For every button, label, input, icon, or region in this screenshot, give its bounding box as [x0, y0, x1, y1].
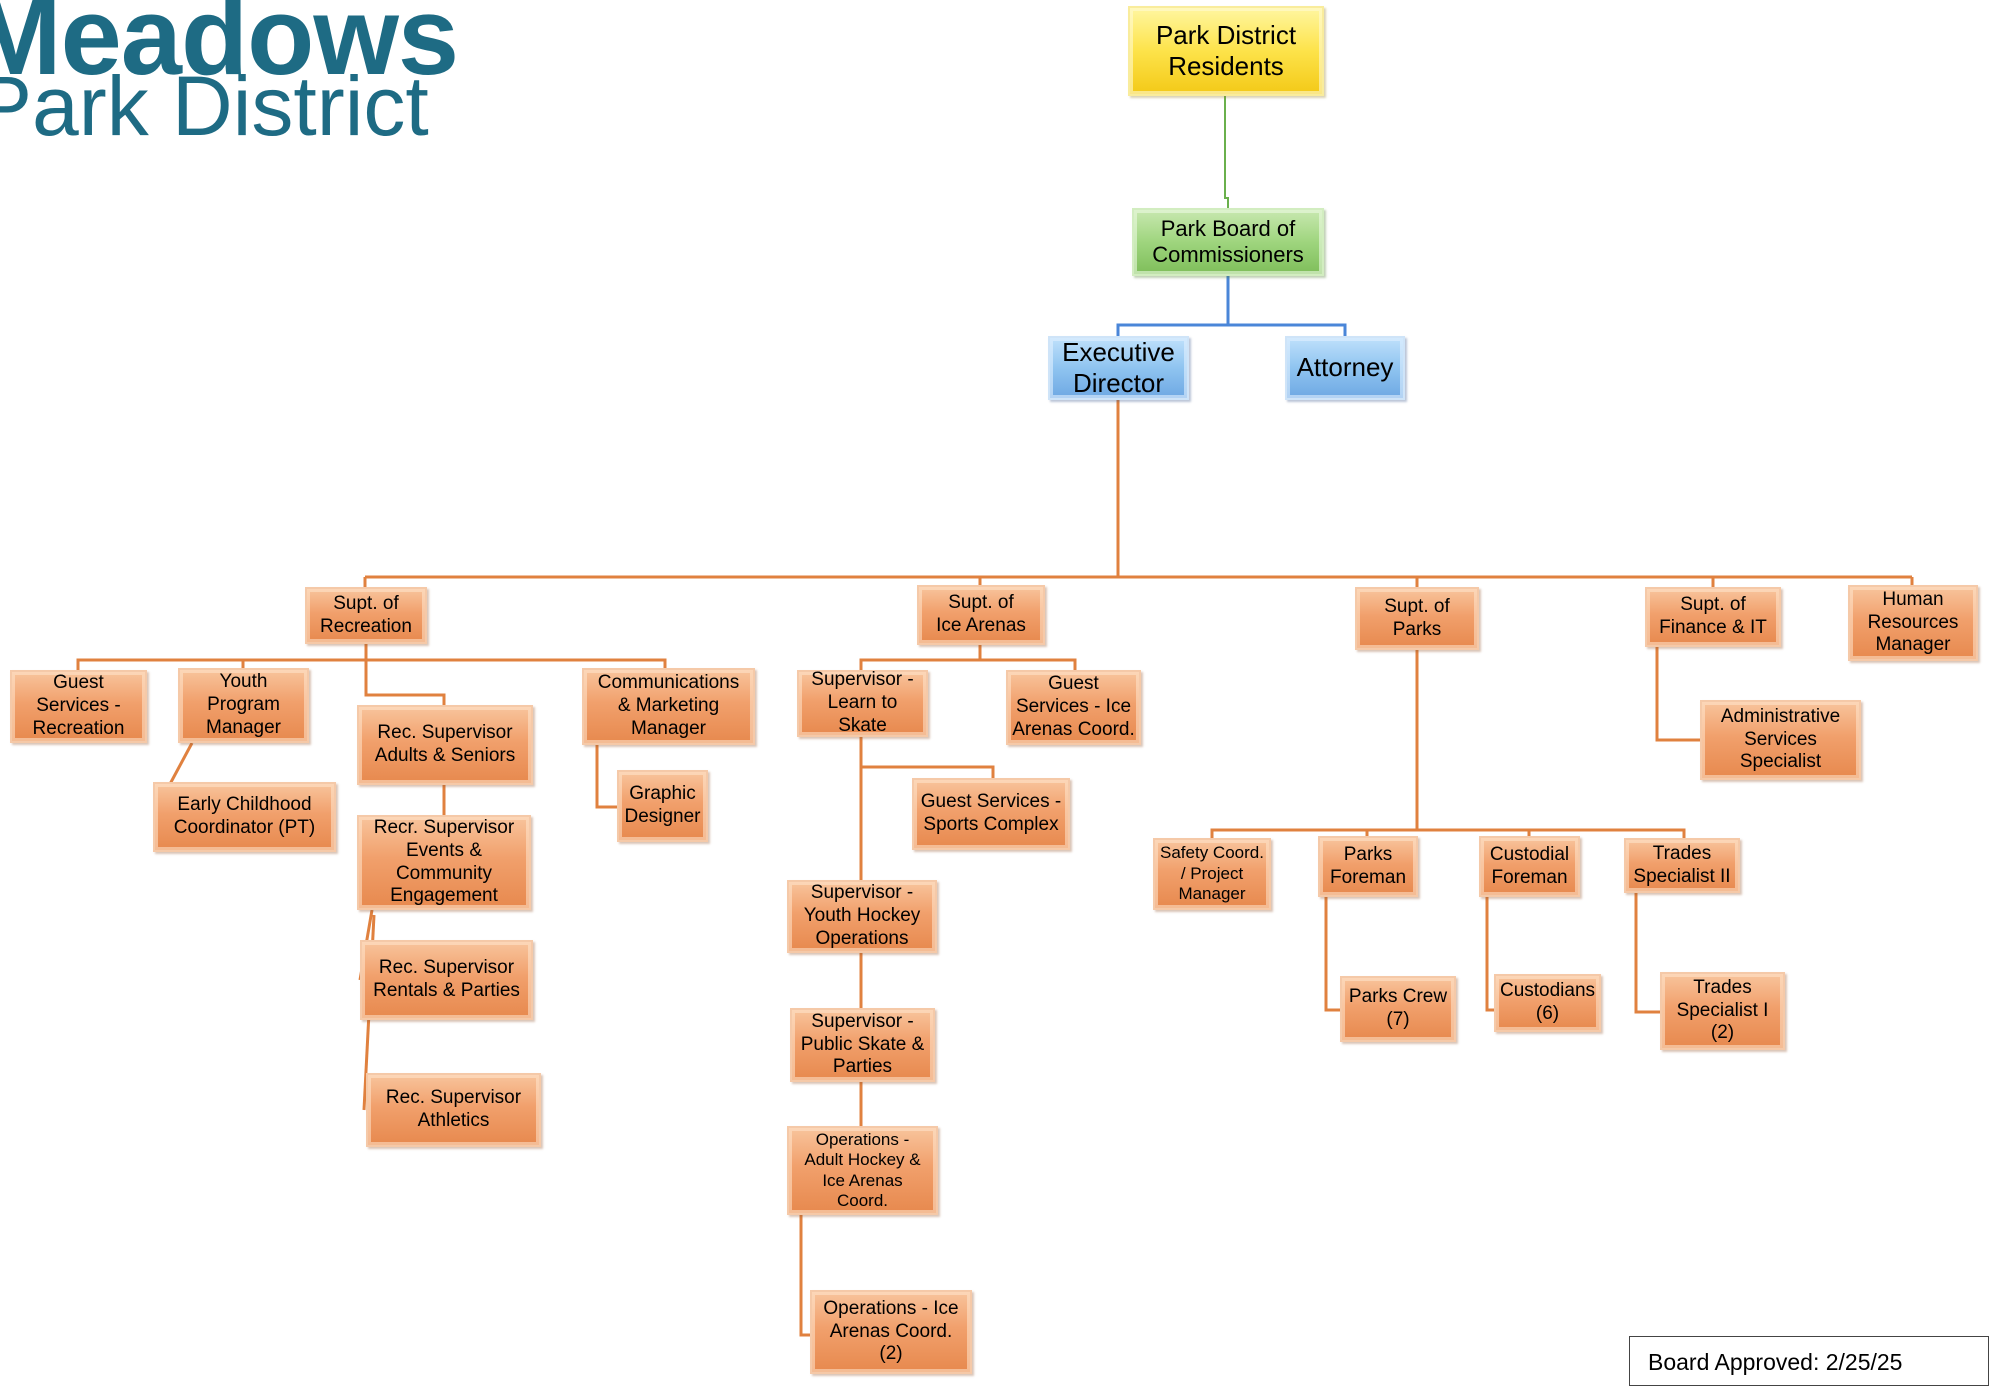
node-youth-program-manager: Youth Program Manager: [178, 668, 309, 743]
node-hr-manager: Human Resources Manager: [1848, 585, 1978, 661]
node-custodians: Custodians (6): [1494, 974, 1601, 1032]
node-executive-director: Executive Director: [1048, 336, 1189, 400]
node-rec-supervisor-athletics: Rec. Supervisor Athletics: [366, 1073, 541, 1147]
node-parks-foreman: Parks Foreman: [1318, 836, 1418, 897]
node-guest-services-ice: Guest Services - Ice Arenas Coord.: [1006, 670, 1141, 745]
node-supervisor-public-skate: Supervisor - Public Skate & Parties: [790, 1008, 935, 1082]
node-ops-ice-arenas: Operations - Ice Arenas Coord. (2): [810, 1290, 972, 1374]
board-approved-note: Board Approved: 2/25/25: [1629, 1336, 1989, 1386]
node-guest-services-sports: Guest Services - Sports Complex: [912, 778, 1070, 850]
node-guest-services-recreation: Guest Services - Recreation: [10, 670, 147, 743]
node-residents: Park District Residents: [1128, 6, 1324, 96]
node-graphic-designer: Graphic Designer: [617, 770, 708, 842]
node-supt-recreation: Supt. of Recreation: [305, 587, 427, 644]
node-comm-marketing-manager: Communications & Marketing Manager: [582, 668, 755, 745]
node-safety-coord: Safety Coord. / Project Manager: [1153, 838, 1271, 910]
logo-line1: Meadows: [0, 0, 459, 98]
node-early-childhood: Early Childhood Coordinator (PT): [153, 782, 336, 852]
node-recr-supervisor-events: Recr. Supervisor Events & Community Enga…: [357, 815, 531, 910]
node-custodial-foreman: Custodial Foreman: [1479, 836, 1580, 897]
node-supervisor-youth-hockey: Supervisor - Youth Hockey Operations: [787, 880, 937, 953]
board-staff-connectors: [1116, 276, 1347, 336]
residents-board-connector: [1224, 96, 1229, 210]
node-attorney: Attorney: [1285, 336, 1405, 400]
node-trades-specialist-ii: Trades Specialist II: [1624, 838, 1740, 893]
node-rec-supervisor-rentals: Rec. Supervisor Rentals & Parties: [360, 940, 533, 1020]
node-parks-crew: Parks Crew (7): [1340, 976, 1456, 1042]
node-supt-finance: Supt. of Finance & IT: [1645, 587, 1781, 647]
node-supt-ice-arenas: Supt. of Ice Arenas: [917, 585, 1045, 645]
node-ops-adult-hockey: Operations - Adult Hockey & Ice Arenas C…: [787, 1126, 938, 1215]
node-trades-specialist-i: Trades Specialist I (2): [1660, 972, 1785, 1050]
node-supervisor-learn-to-skate: Supervisor - Learn to Skate: [797, 669, 928, 737]
node-admin-services-specialist: Administrative Services Specialist: [1700, 700, 1861, 780]
node-supt-parks: Supt. of Parks: [1355, 587, 1479, 650]
node-rec-supervisor-adults: Rec. Supervisor Adults & Seniors: [357, 705, 533, 785]
node-board: Park Board of Commissioners: [1132, 208, 1324, 276]
logo-line2: Park District: [0, 59, 429, 153]
